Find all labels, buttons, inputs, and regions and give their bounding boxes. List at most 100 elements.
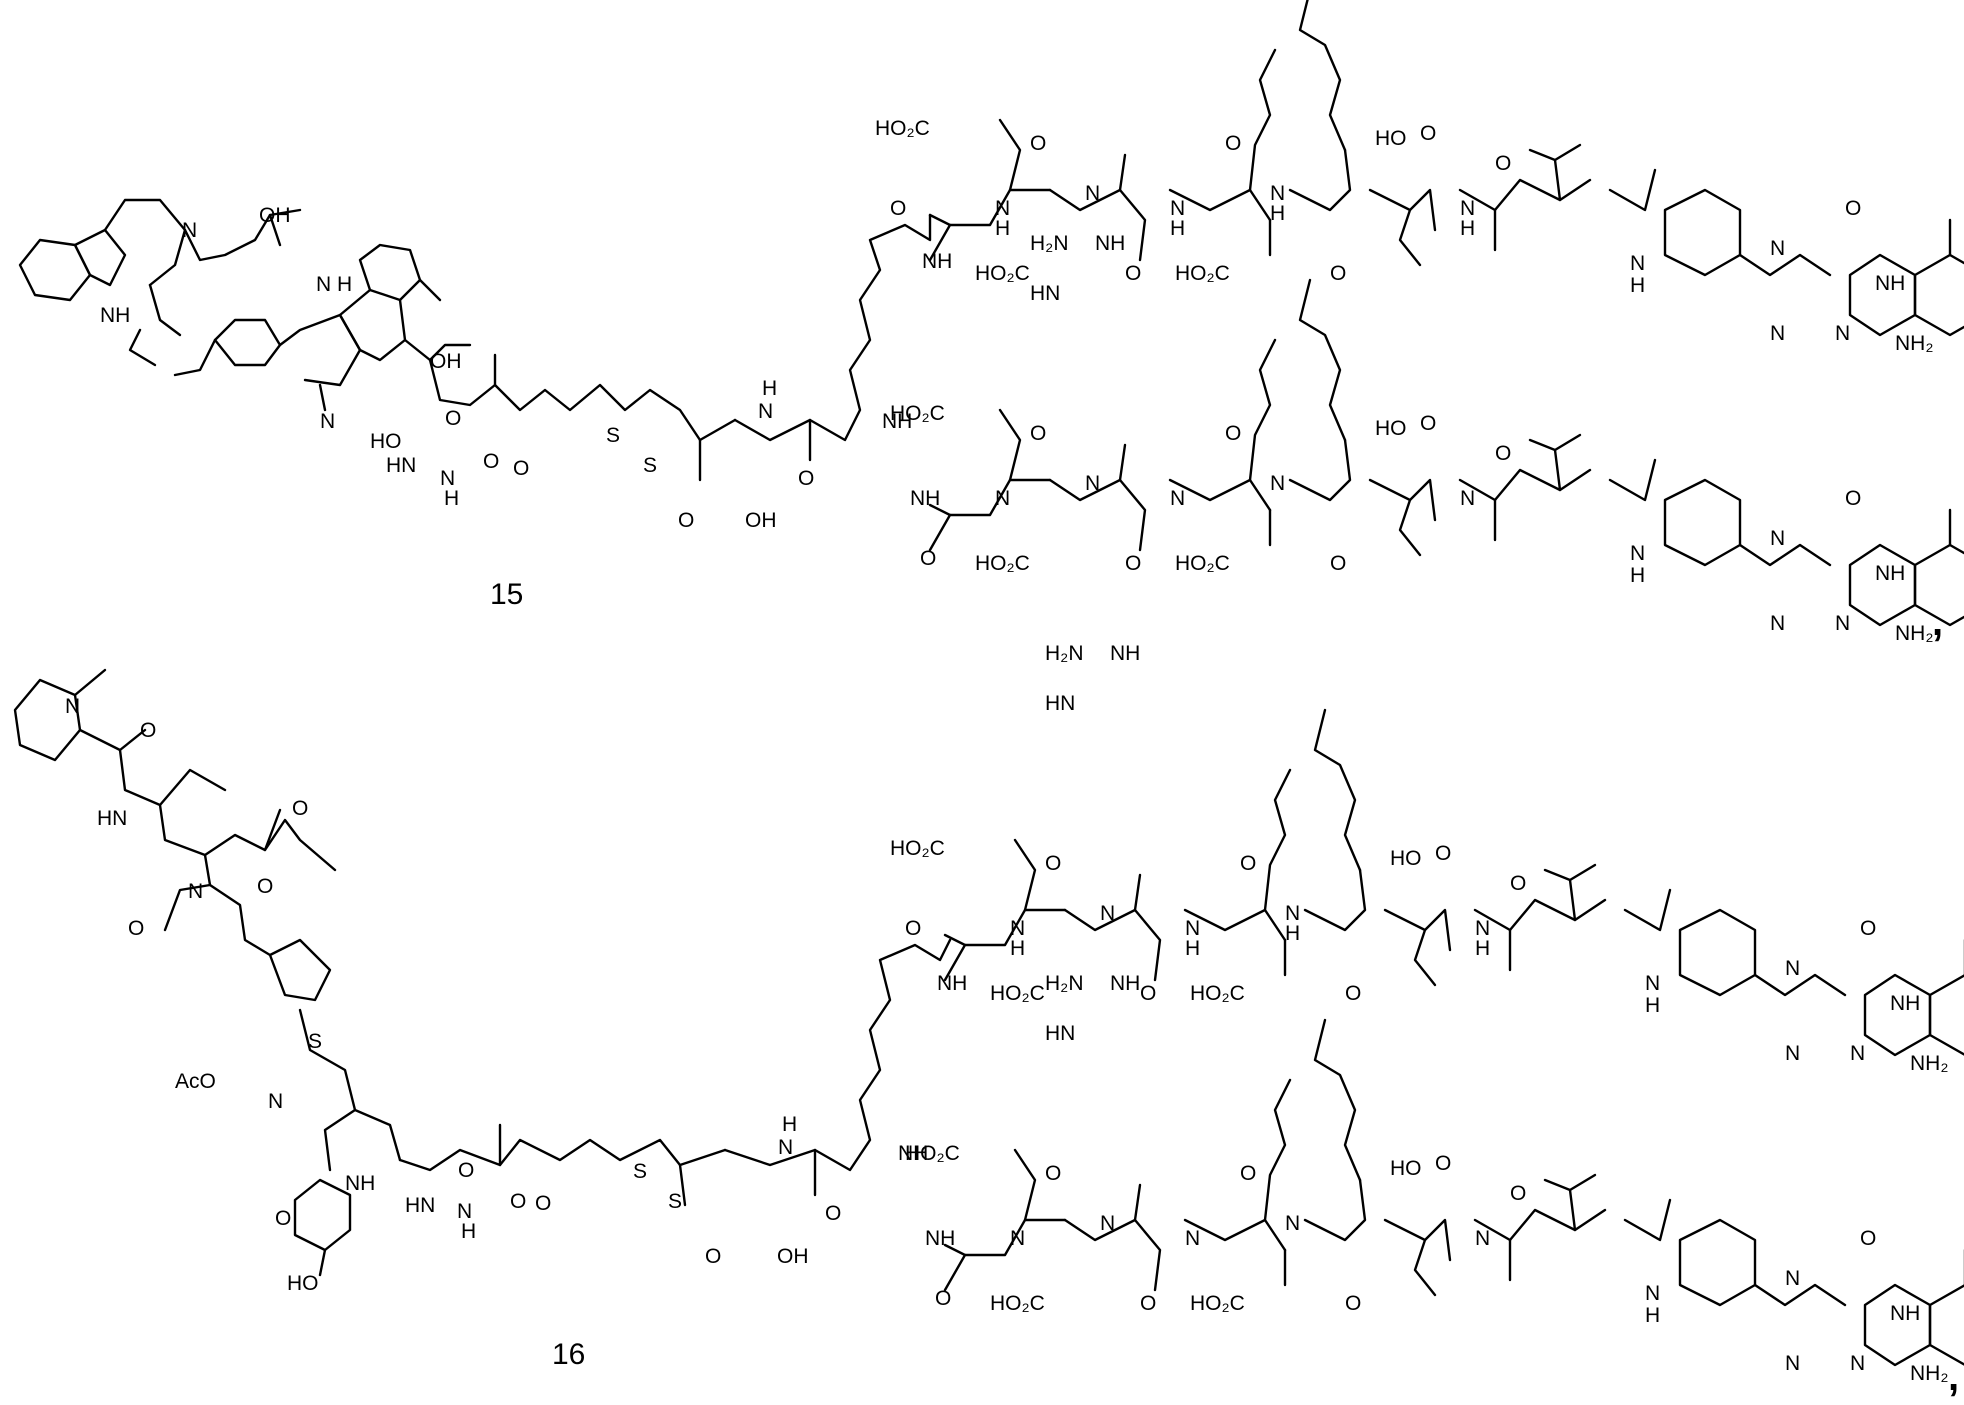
atom-HN: HN [1045,692,1075,715]
atom-NH: NH [1890,992,1920,1015]
atom-NH2: NH₂ [1895,622,1933,645]
compound-15-structure: OH N NH N H OH N HO O HN N H O O S S O O… [20,0,1964,532]
atom-O: O [1030,132,1046,155]
atom-O: O [1510,1182,1526,1205]
atom-NH2: NH₂ [1895,332,1933,355]
atom-N: N [65,695,80,718]
atom-HO: HO [1375,127,1407,150]
atom-N: N [1285,1212,1300,1235]
atom-N: N [1770,237,1785,260]
atom-O: O [1845,487,1861,510]
atom-OH: OH [259,204,291,227]
atom-N: N [1770,527,1785,550]
atom-NH: NH [925,1227,955,1250]
atom-N: N [995,487,1010,510]
atom-N: N [316,273,331,296]
atom-N: N [1085,472,1100,495]
atom-N: N [1630,542,1645,565]
atom-O: O [1240,1162,1256,1185]
atom-HO: HO [287,1272,319,1295]
atom-O: O [292,797,308,820]
atom-H: H [782,1113,797,1136]
atom-HO2C: HO₂C [1190,1292,1245,1315]
atom-NH: NH [345,1172,375,1195]
atom-H: H [1010,937,1025,960]
atom-O: O [1860,917,1876,940]
atom-HN: HN [1030,282,1060,305]
atom-O: O [445,407,461,430]
atom-HO: HO [370,430,402,453]
atom-H: H [1630,564,1645,587]
atom-AcO: AcO [175,1070,216,1093]
atom-HN: HN [386,454,416,477]
atom-NH: NH [910,487,940,510]
atom-N: N [1100,1212,1115,1235]
atom-O: O [1330,262,1346,285]
atom-HO2C: HO₂C [1175,262,1230,285]
atom-HO2C: HO₂C [990,982,1045,1005]
atom-HO2C: HO₂C [875,117,930,140]
atom-N: N [1785,1042,1800,1065]
atom-N: N [1185,1227,1200,1250]
atom-N: N [1835,322,1850,345]
atom-HO2C: HO₂C [990,1292,1045,1315]
atom-S: S [633,1160,647,1183]
atom-HN: HN [1045,1022,1075,1045]
atom-S: S [308,1030,322,1053]
atom-H: H [762,377,777,400]
atom-O: O [1330,552,1346,575]
atom-NH: NH [1110,972,1140,995]
atom-O: O [1240,852,1256,875]
atom-O: O [798,467,814,490]
atom-H: H [1630,274,1645,297]
atom-O: O [1140,1292,1156,1315]
atom-NH: N [758,400,773,423]
atom-HO2C: HO₂C [890,402,945,425]
atom-H: H [444,487,459,510]
atom-OH: OH [745,509,777,532]
compound-16-structure: N O HN O N O O AcO S N O NH HO O HN N H … [15,642,1964,1295]
atom-HO2C: HO₂C [905,1142,960,1165]
separator-comma: , [1948,1355,1959,1400]
atom-O: O [678,509,694,532]
atom-N: N [182,219,197,242]
atom-HO2C: HO₂C [890,837,945,860]
atom-HN: HN [405,1194,435,1217]
atom-O: O [1345,1292,1361,1315]
atom-N: N [1785,1352,1800,1375]
atom-N: N [1100,902,1115,925]
atom-OH: OH [430,350,462,373]
atom-N: N [1850,1352,1865,1375]
atom-NH: NH [1890,1302,1920,1325]
atom-H: H [1185,937,1200,960]
compound-15-lower-branch: HO₂C NH O N O HO₂C N O N O HO₂C N O HO O… [890,232,1964,645]
atom-N: N [1645,972,1660,995]
atom-H: H [995,217,1010,240]
atom-S: S [606,424,620,447]
atom-NH: NH [1095,232,1125,255]
atom-N: N [1010,1227,1025,1250]
atom-N: N [1835,612,1850,635]
atom-O: O [1420,122,1436,145]
atom-N: N [1785,957,1800,980]
atom-N: N [1085,182,1100,205]
atom-H: H [1170,217,1185,240]
atom-N: N [1460,487,1475,510]
atom-H2N: H₂N [1045,642,1083,665]
atom-O: O [510,1190,526,1213]
atom-NH: NH [937,972,967,995]
atom-O: O [1140,982,1156,1005]
atom-O: O [920,547,936,570]
atom-N: N [320,410,335,433]
atom-O: O [1495,442,1511,465]
atom-O: O [1435,842,1451,865]
atom-H: H [1460,217,1475,240]
atom-N: N [1270,472,1285,495]
atom-HO: HO [1390,847,1422,870]
atom-O: O [825,1202,841,1225]
atom-O: O [458,1159,474,1182]
atom-S: S [668,1190,682,1213]
atom-O: O [1125,552,1141,575]
atom-O: O [890,197,906,220]
